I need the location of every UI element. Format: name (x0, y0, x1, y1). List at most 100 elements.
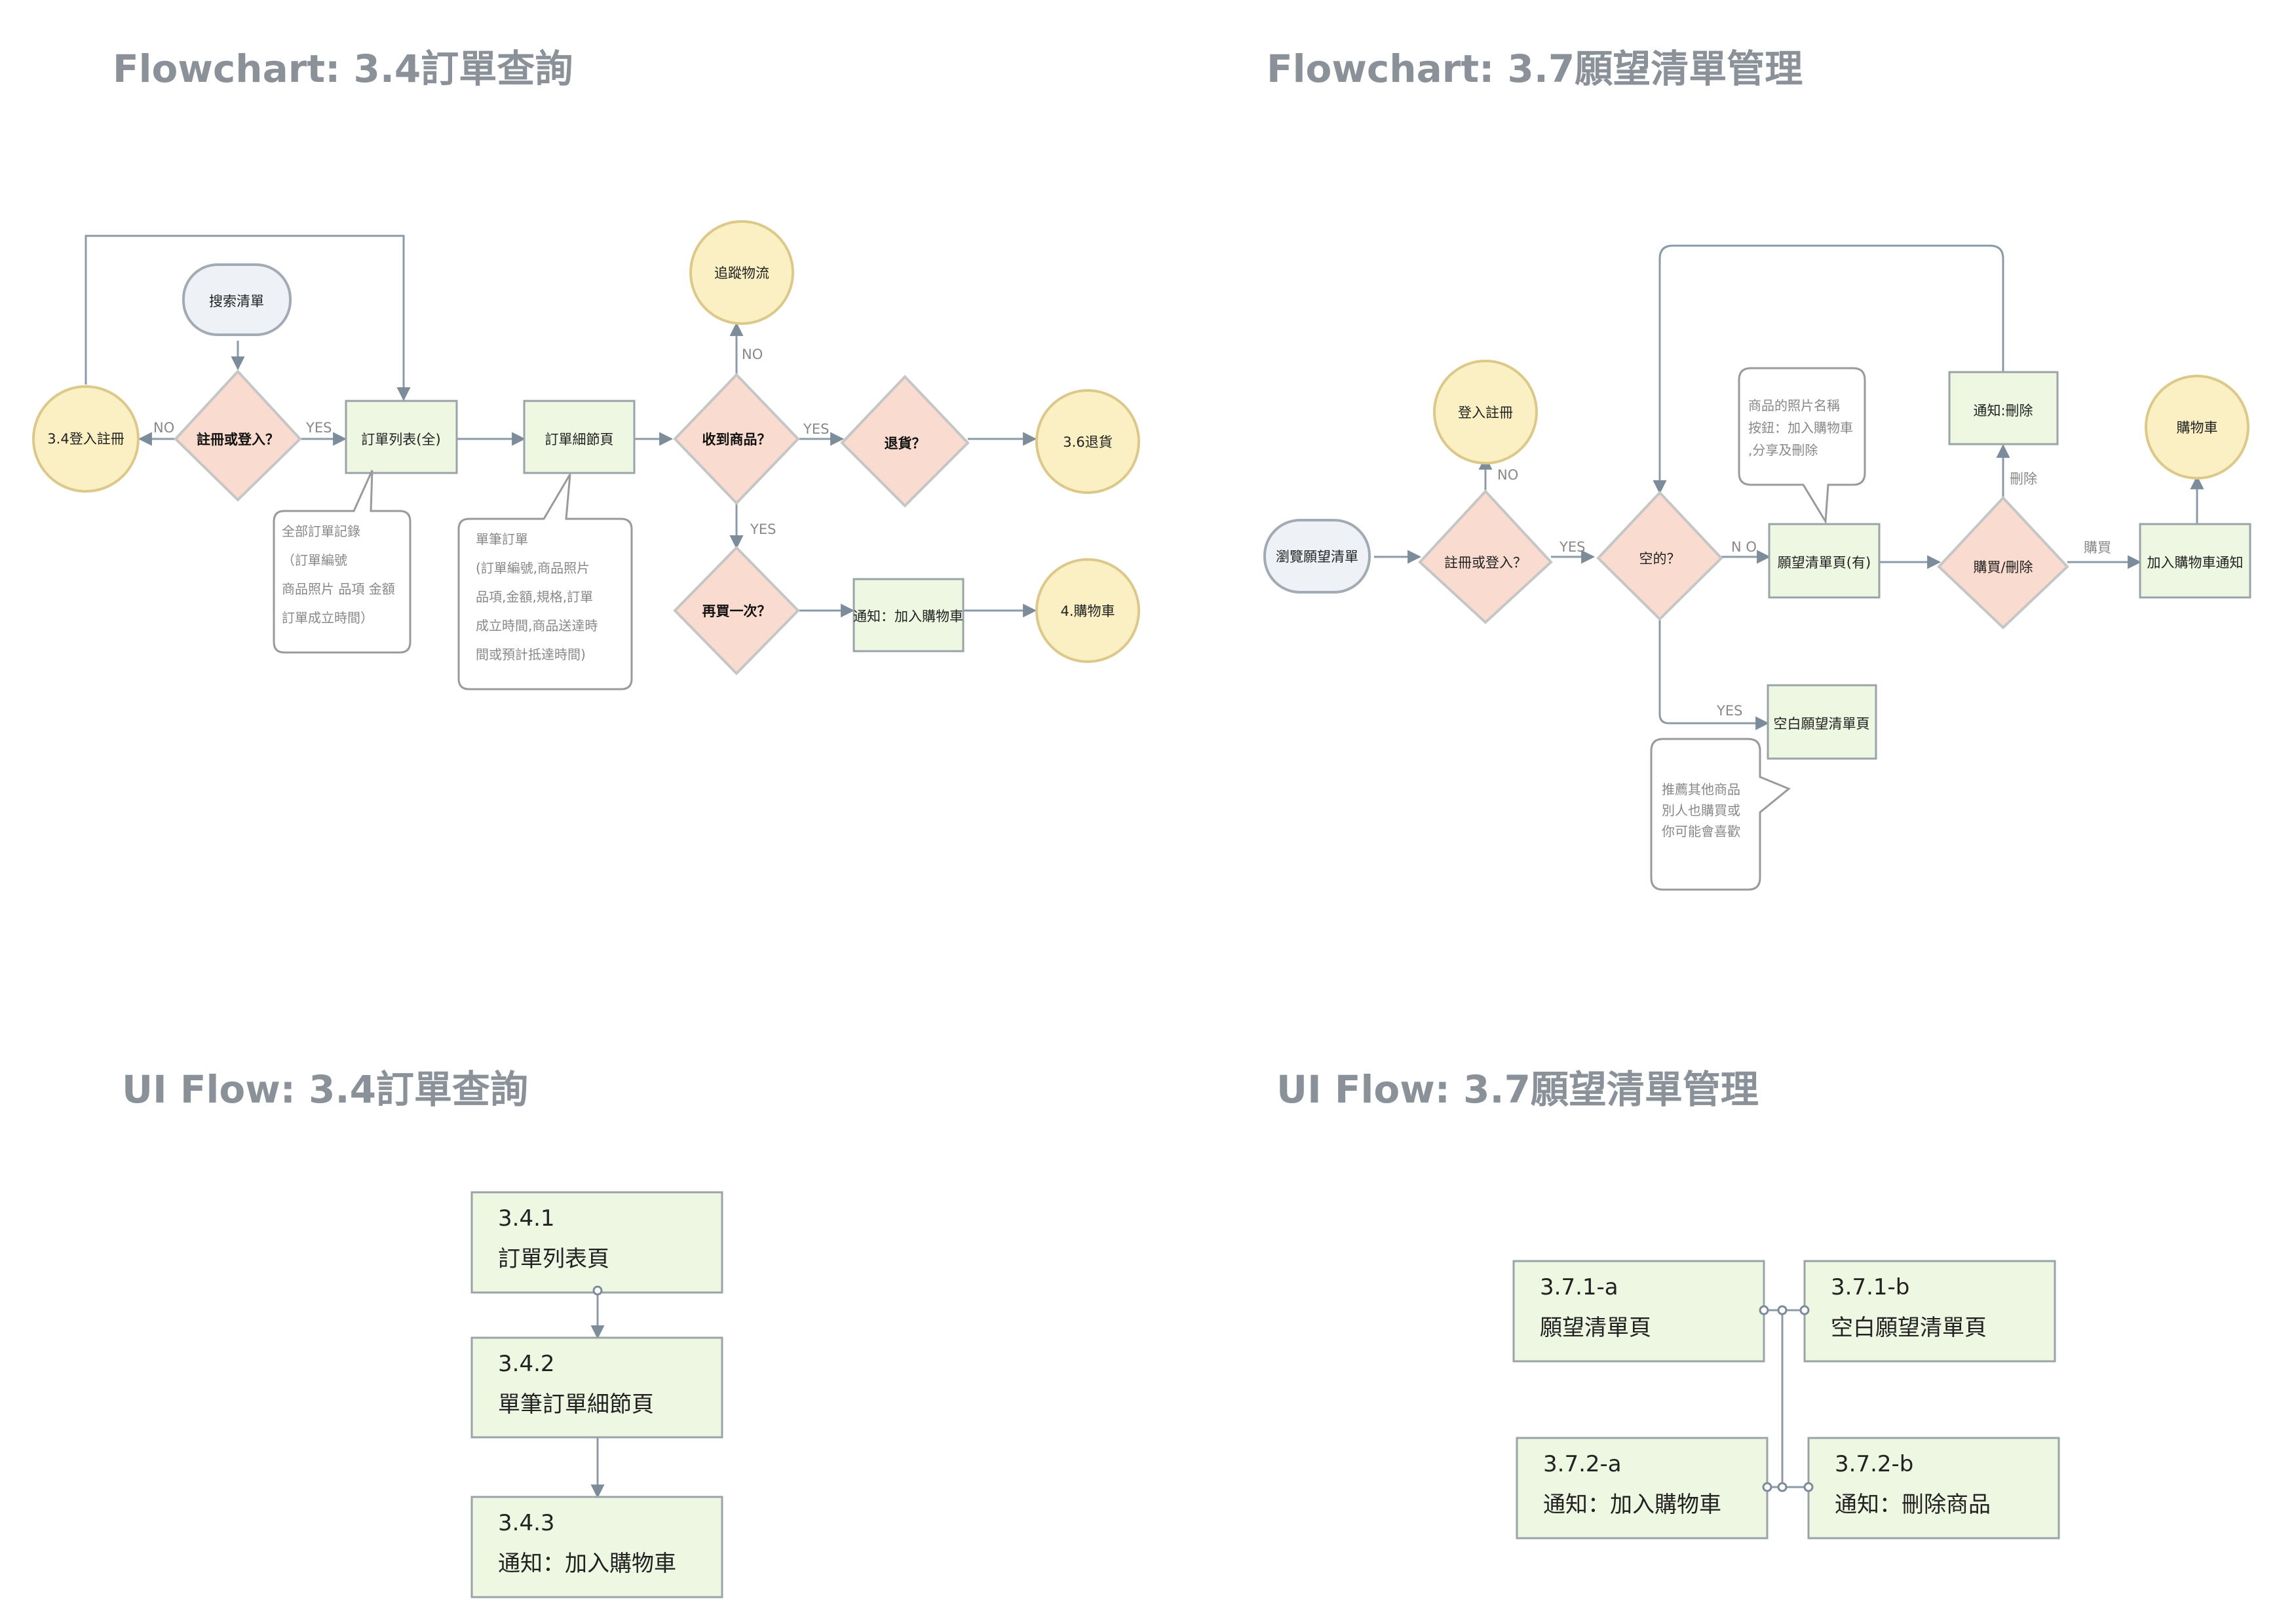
decision-register-or-login-label: 註冊或登入？ (197, 432, 279, 447)
box-wishlist-has-items-label: 願望清單頁(有) (1778, 555, 1871, 571)
connector-dot (1762, 1482, 1772, 1492)
ui-node-name: 願望清單頁 (1540, 1315, 1651, 1341)
note-wishlist-item-line: 商品的照片名稱 (1748, 398, 1840, 413)
connector-dot (1799, 1305, 1810, 1315)
box-empty-wishlist (1767, 684, 1877, 760)
label-delete: 刪除 (2010, 471, 2037, 487)
node-cart (2145, 375, 2249, 480)
ui-node-name: 通知：加入購物車 (498, 1551, 676, 1577)
node-login-register (32, 385, 140, 493)
decision-register-or-login (1418, 489, 1553, 624)
note-recommend (1650, 738, 1791, 891)
ui-node-code: 3.4.3 (498, 1510, 555, 1536)
decision-return-label: 退貨？ (885, 436, 926, 451)
note-all-orders-line: 全部訂單記錄 (282, 523, 360, 539)
node-return-page-label: 3.6退貨 (1063, 434, 1112, 450)
label-no: NO (1497, 467, 1518, 483)
title-uiflow-wishlist: UI Flow: 3.7願望清單管理 (1276, 1067, 1759, 1112)
label-yes: YES (1559, 539, 1585, 555)
box-notify-add-cart (852, 578, 965, 652)
flowchart-wishlist: NO YES N O YES 刪除 購買 瀏覽願望清單 登入註冊 註冊或登入？ … (1263, 244, 2251, 891)
box-notify-delete-label: 通知:刪除 (1973, 403, 2033, 419)
connector-dot (1777, 1482, 1788, 1492)
decision-received (673, 373, 800, 505)
decision-buy-again-label: 再買一次？ (702, 603, 771, 619)
label-yes: YES (1716, 703, 1742, 719)
label-yes: YES (305, 420, 332, 436)
label-yes: YES (750, 521, 776, 537)
node-return-page (1035, 389, 1140, 494)
box-notify-add-cart (2139, 523, 2251, 599)
ui-node-wishlist (1512, 1260, 1765, 1363)
box-order-list-label: 訂單列表(全) (361, 432, 440, 447)
ui-node-order-list (470, 1191, 723, 1294)
ui-node-name: 空白願望清單頁 (1831, 1315, 1987, 1341)
note-wishlist-item (1738, 367, 1866, 525)
ui-node-name: 訂單列表頁 (498, 1246, 609, 1272)
note-all-orders-line: （訂單編號 (282, 552, 347, 568)
node-cart (1035, 558, 1140, 663)
note-single-order-line: 間或預計抵達時間) (476, 647, 586, 662)
note-recommend-line: 你可能會喜歡 (1662, 823, 1740, 839)
label-no: N O (1731, 539, 1757, 555)
terminal-browse-wishlist-label: 瀏覽願望清單 (1276, 549, 1358, 565)
ui-node-name: 通知：加入購物車 (1543, 1492, 1721, 1518)
decision-buy-delete (1937, 496, 2069, 630)
ui-node-notify-add-cart (470, 1496, 723, 1598)
uiflow-order: 3.4.1 訂單列表頁 3.4.2 單筆訂單細節頁 3.4.3 通知：加入購物車 (470, 1191, 723, 1598)
title-flowchart-order: Flowchart: 3.4訂單查詢 (113, 47, 573, 91)
ui-node-code: 3.4.1 (498, 1205, 555, 1232)
note-all-orders-line: 商品照片 品項 金額 (282, 581, 395, 597)
connector-dot (1759, 1305, 1769, 1315)
decision-register-or-login (174, 369, 302, 502)
note-recommend-line: 推薦其他商品 (1662, 782, 1740, 797)
ui-node-name: 通知：刪除商品 (1835, 1492, 1991, 1518)
decision-return (840, 375, 970, 508)
note-wishlist-item-line: ,分享及刪除 (1748, 442, 1818, 458)
title-flowchart-wishlist: Flowchart: 3.7願望清單管理 (1267, 47, 1803, 91)
box-notify-delete (1948, 371, 2059, 445)
connector-dot (592, 1285, 603, 1296)
decision-buy-delete-label: 購買/刪除 (1973, 559, 2033, 575)
note-single-order-line: 成立時間,商品送達時 (476, 618, 598, 633)
note-single-order-line: 單筆訂單 (476, 531, 528, 547)
box-order-detail (523, 400, 636, 474)
node-login-register-label: 3.4登入註冊 (47, 431, 124, 447)
decision-empty-label: 空的？ (1639, 551, 1681, 567)
box-order-list (345, 400, 458, 474)
ui-node-code: 3.4.2 (498, 1351, 555, 1377)
box-empty-wishlist-label: 空白願望清單頁 (1774, 716, 1870, 732)
title-uiflow-order: UI Flow: 3.4訂單查詢 (122, 1067, 528, 1112)
terminal-browse-wishlist (1263, 519, 1371, 594)
label-no: NO (153, 420, 174, 436)
ui-node-order-detail (470, 1336, 723, 1439)
note-single-order-line: (訂單編號,商品照片 (476, 560, 590, 576)
uiflow-wishlist: 3.7.1-a 願望清單頁 3.7.1-b 空白願望清單頁 3.7.2-a 通知… (1512, 1260, 2060, 1539)
note-all-orders-line: 訂單成立時間） (282, 610, 373, 626)
node-track-shipping-label: 追蹤物流 (714, 265, 769, 281)
label-buy: 購買 (2084, 540, 2111, 556)
node-login-register-label: 登入註冊 (1458, 405, 1513, 421)
note-single-order-line: 品項,金額,規格,訂單 (476, 589, 593, 605)
box-order-detail-label: 訂單細節頁 (545, 432, 614, 447)
flowchart-order: NO YES YES NO YES 搜索清單 3.4登入註冊 註冊或登入？ 訂單… (32, 220, 1140, 690)
note-wishlist-item-line: 按鈕：加入購物車 (1748, 420, 1853, 436)
note-recommend-line: 別人也購買或 (1662, 803, 1740, 818)
ui-node-code: 3.7.1-b (1831, 1274, 1909, 1300)
ui-node-code: 3.7.2-b (1835, 1451, 1913, 1477)
label-yes: YES (803, 421, 829, 437)
node-track-shipping (689, 220, 794, 325)
ui-node-code: 3.7.2-a (1543, 1451, 1622, 1477)
node-cart-label: 購物車 (2177, 420, 2218, 436)
box-notify-add-cart-label: 通知：加入購物車 (853, 609, 963, 624)
node-cart-label: 4.購物車 (1060, 603, 1115, 619)
terminal-search-list-label: 搜索清單 (209, 293, 264, 309)
decision-received-label: 收到商品？ (702, 432, 771, 447)
terminal-search-list (182, 263, 292, 336)
box-wishlist-has-items (1768, 523, 1881, 599)
ui-node-notify-delete (1807, 1437, 2060, 1539)
connector-dot (1777, 1305, 1788, 1315)
decision-register-or-login-label: 註冊或登入？ (1444, 555, 1527, 571)
ui-node-name: 單筆訂單細節頁 (498, 1391, 654, 1418)
